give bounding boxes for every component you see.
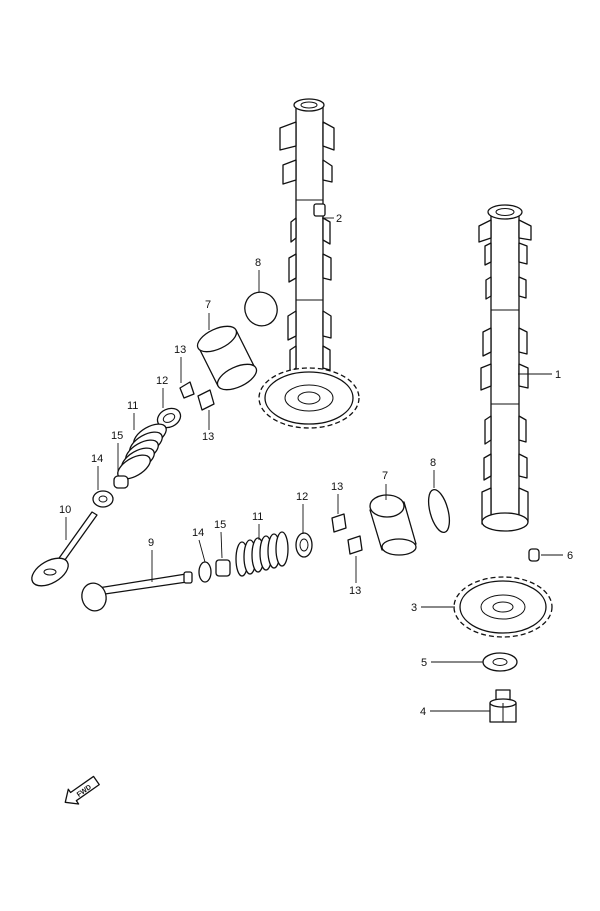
callout-8-lower: 8 bbox=[430, 457, 436, 469]
bolt bbox=[489, 689, 517, 723]
retainer-upper bbox=[156, 407, 182, 429]
tappet-upper bbox=[196, 325, 258, 391]
washer bbox=[482, 652, 518, 672]
callout-9: 9 bbox=[148, 537, 154, 549]
cam-sprocket bbox=[453, 576, 553, 638]
callout-4: 4 bbox=[420, 706, 426, 718]
fwd-label: FWD bbox=[76, 784, 93, 799]
camshaft-intake bbox=[478, 204, 532, 532]
stem-seal-lower bbox=[215, 559, 231, 577]
callout-14-lower: 14 bbox=[192, 527, 204, 539]
callout-13-lower-b: 13 bbox=[349, 585, 361, 597]
callout-11-lower: 11 bbox=[252, 511, 263, 523]
spring-seat-lower bbox=[198, 561, 212, 583]
tappet-lower bbox=[369, 494, 417, 556]
valve-9 bbox=[81, 571, 193, 612]
callout-5: 5 bbox=[421, 657, 427, 669]
stem-seal-upper bbox=[113, 475, 129, 489]
cotter-lower-b bbox=[347, 535, 363, 555]
callout-10: 10 bbox=[59, 504, 71, 516]
callout-13-lower-a: 13 bbox=[331, 481, 343, 493]
spring-seat-upper bbox=[92, 490, 114, 508]
shim-upper bbox=[244, 291, 278, 327]
fwd-arrow-icon: FWD bbox=[64, 775, 100, 805]
valve-10 bbox=[31, 511, 98, 587]
retainer-lower bbox=[295, 532, 313, 558]
callout-6: 6 bbox=[567, 550, 573, 562]
shim-lower bbox=[427, 488, 451, 534]
dowel-pin bbox=[528, 548, 540, 562]
cotter-upper-a bbox=[179, 381, 195, 399]
callout-2: 2 bbox=[336, 213, 342, 225]
callout-11-upper: 11 bbox=[127, 400, 138, 412]
callout-13-upper-b: 13 bbox=[202, 431, 214, 443]
cotter-lower-a bbox=[331, 513, 347, 533]
callout-13-upper-a: 13 bbox=[174, 344, 186, 356]
leader-lines bbox=[65, 217, 563, 712]
spring-lower bbox=[235, 531, 289, 577]
callout-14-upper: 14 bbox=[91, 453, 103, 465]
callout-12-upper: 12 bbox=[156, 375, 168, 387]
callout-7-upper: 7 bbox=[205, 299, 211, 311]
callout-7-lower: 7 bbox=[382, 470, 388, 482]
callout-3: 3 bbox=[411, 602, 417, 614]
callout-12-lower: 12 bbox=[296, 491, 308, 503]
callout-15-lower: 15 bbox=[214, 519, 226, 531]
camshaft-exhaust bbox=[258, 98, 360, 429]
cotter-upper-b bbox=[197, 389, 215, 411]
callout-8-upper: 8 bbox=[255, 257, 261, 269]
spring-upper bbox=[117, 423, 167, 480]
callout-15-upper: 15 bbox=[111, 430, 123, 442]
callout-1: 1 bbox=[555, 369, 561, 381]
